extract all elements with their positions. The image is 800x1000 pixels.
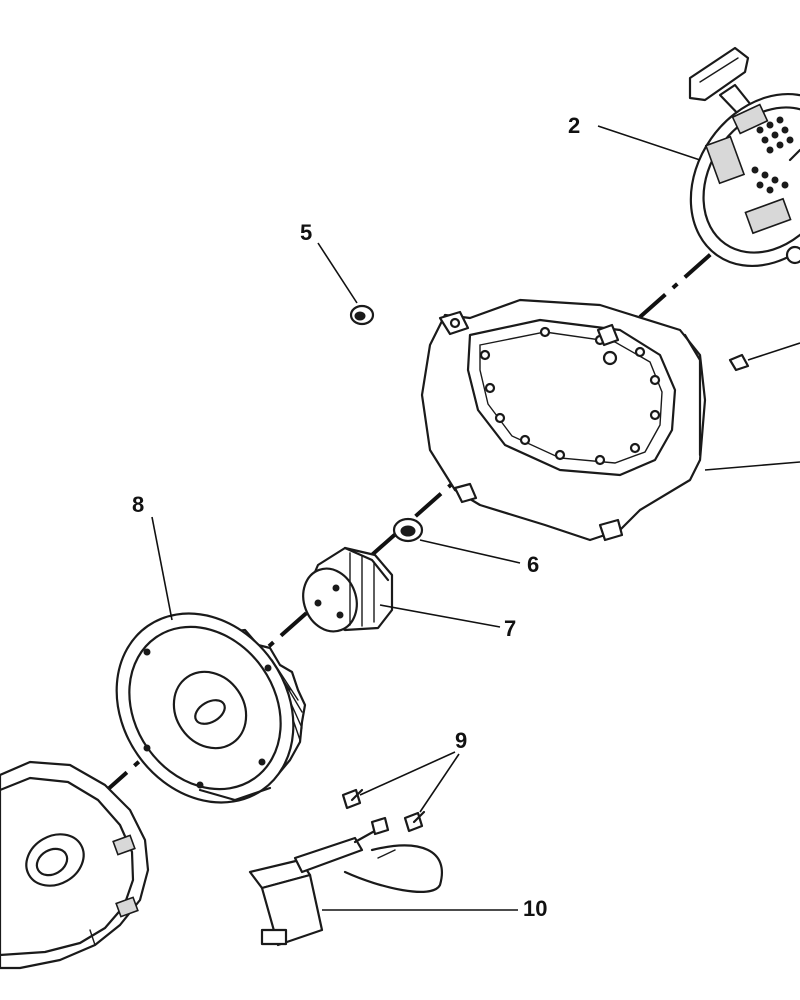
leader-line-2: [597, 125, 701, 161]
callout-5: 5: [300, 220, 312, 245]
recoil-starter-icon: [688, 46, 800, 268]
leader-line-9b: [419, 753, 460, 813]
ignition-coil-icon: [248, 816, 443, 947]
leader-line-7: [379, 604, 501, 628]
nut-icon: [349, 304, 375, 326]
callout-9: 9: [455, 728, 467, 753]
leader-line-6: [419, 539, 521, 564]
flange-nut-icon: [392, 517, 424, 543]
bolt-icon: [341, 788, 426, 833]
callout-7: 7: [504, 616, 516, 641]
callout-6: 6: [527, 552, 539, 577]
leader-line-5: [317, 242, 358, 304]
leader-line-8: [151, 516, 173, 621]
callout-2: 2: [568, 113, 580, 138]
leader-line-9a: [359, 751, 456, 796]
flywheel-icon: [115, 612, 307, 804]
fan-shroud-icon: [420, 298, 800, 542]
callout-10: 10: [523, 896, 547, 921]
crankcase-cover-icon: [0, 760, 150, 970]
callout-8: 8: [132, 492, 144, 517]
screw-icon: [728, 342, 800, 372]
starter-cup-icon: [302, 546, 394, 633]
